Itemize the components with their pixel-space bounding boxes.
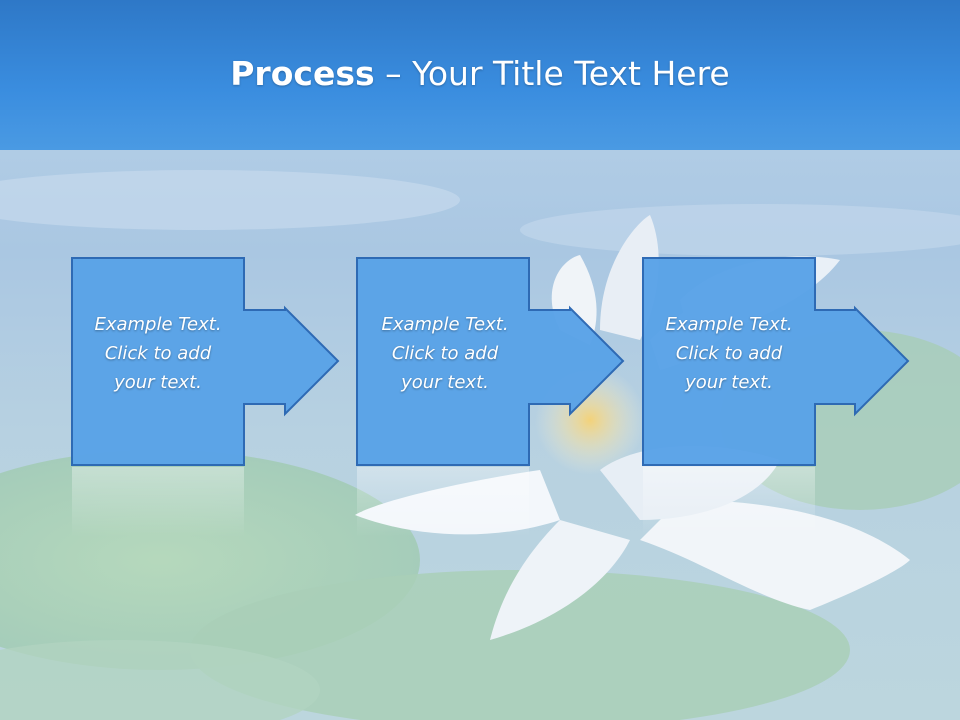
step-2-line-1: Example Text. xyxy=(381,314,509,335)
title-rest: – Your Title Text Here xyxy=(374,54,730,93)
step-1-shape[interactable] xyxy=(71,257,340,466)
step-2-line-2: Click to add xyxy=(391,343,499,364)
step-3-line-2: Click to add xyxy=(675,343,783,364)
step-1-reflection xyxy=(72,467,244,537)
step-2-reflection xyxy=(357,467,529,537)
slide-title[interactable]: Process – Your Title Text Here xyxy=(0,48,960,100)
step-1-line-2: Click to add xyxy=(104,343,212,364)
step-2-text[interactable]: Example Text. Click to add your text. xyxy=(359,310,531,397)
title-band xyxy=(0,0,960,150)
step-1-line-1: Example Text. xyxy=(94,314,222,335)
step-1-line-3: your text. xyxy=(114,372,202,393)
step-2-shape[interactable] xyxy=(356,257,625,466)
step-2-line-3: your text. xyxy=(401,372,489,393)
step-1-text[interactable]: Example Text. Click to add your text. xyxy=(72,310,244,397)
step-3-line-3: your text. xyxy=(685,372,773,393)
step-3-text[interactable]: Example Text. Click to add your text. xyxy=(643,310,815,397)
step-3-reflection xyxy=(643,467,815,537)
step-3-shape[interactable] xyxy=(642,257,910,466)
step-3-line-1: Example Text. xyxy=(665,314,793,335)
title-bold: Process xyxy=(230,54,375,93)
